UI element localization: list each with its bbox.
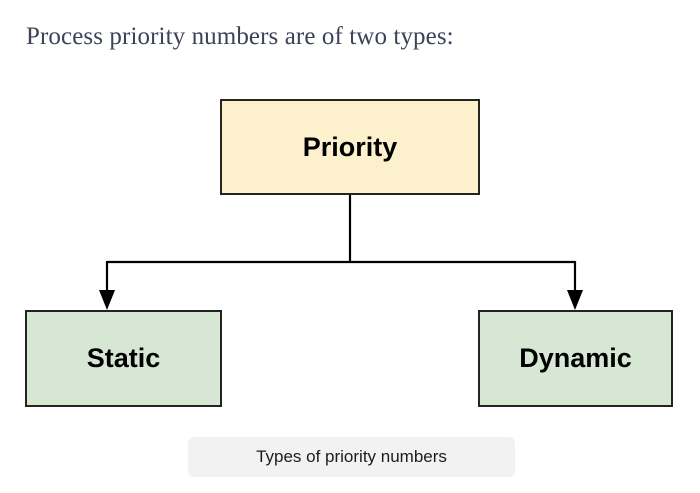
diagram-caption-text: Types of priority numbers bbox=[256, 447, 447, 466]
node-static[interactable]: Static bbox=[25, 310, 222, 407]
node-static-label: Static bbox=[86, 343, 161, 373]
arrowhead-static-icon bbox=[99, 290, 115, 310]
node-priority[interactable]: Priority bbox=[220, 99, 480, 195]
arrowhead-dynamic-icon bbox=[567, 290, 583, 310]
node-dynamic-label: Dynamic bbox=[519, 343, 632, 373]
diagram-caption: Types of priority numbers bbox=[188, 437, 515, 477]
node-priority-label: Priority bbox=[302, 131, 398, 162]
node-dynamic[interactable]: Dynamic bbox=[478, 310, 673, 407]
page-title: Process priority numbers are of two type… bbox=[26, 23, 454, 50]
